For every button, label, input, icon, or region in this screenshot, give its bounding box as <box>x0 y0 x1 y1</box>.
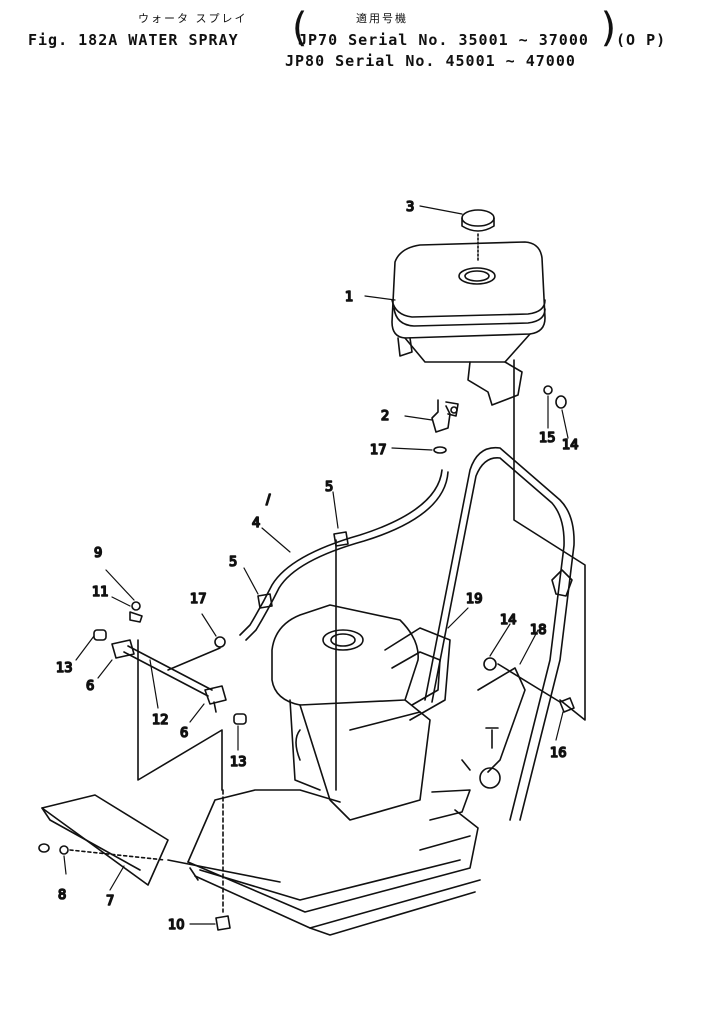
nut-10 <box>215 915 231 931</box>
diagram-header: ウォータ スプレイ 適用号機 Fig. 182A WATER SPRAY ( J… <box>0 0 701 80</box>
water-hose <box>239 469 449 641</box>
leader-pipe-17 <box>167 647 221 671</box>
callout-1: 1 <box>345 290 353 305</box>
callout-19: 19 <box>466 592 483 607</box>
guide-handle <box>424 359 586 821</box>
bracket-left: ( <box>287 5 312 51</box>
spray-bar <box>41 794 169 886</box>
applicable-jp: 適用号機 <box>356 12 408 25</box>
callout-10: 10 <box>168 918 185 933</box>
callout-11: 11 <box>92 585 109 600</box>
callout-7: 7 <box>106 894 114 909</box>
washer-15 <box>543 385 553 395</box>
callout-14-upper: 14 <box>562 438 579 453</box>
mount-bracket <box>461 667 526 789</box>
callout-5-lower: 5 <box>229 555 237 570</box>
leader-spray-bar-2 <box>167 859 281 883</box>
bracket-right: ) <box>597 5 622 51</box>
spray-pipe <box>93 601 247 725</box>
callout-4: 4 <box>252 516 260 531</box>
callout-14-lower: 14 <box>500 613 517 628</box>
fitting-16 <box>559 697 575 713</box>
cock-valve <box>431 399 459 454</box>
water-tank <box>391 241 546 406</box>
callout-5-upper: 5 <box>325 480 333 495</box>
leader-16 <box>497 663 561 703</box>
callout-15: 15 <box>539 431 556 446</box>
hose-clamp-lower <box>257 593 273 609</box>
callout-17-lower: 17 <box>190 592 207 607</box>
callout-8: 8 <box>58 888 66 903</box>
callout-3: 3 <box>406 200 414 215</box>
serial-line-2: JP80 Serial No. 45001 ~ 47000 <box>285 52 576 70</box>
callout-12: 12 <box>152 713 169 728</box>
nut-14-upper <box>555 395 567 409</box>
callout-9: 9 <box>94 546 102 561</box>
serial-line-1: JP70 Serial No. 35001 ~ 37000 <box>298 31 589 49</box>
callout-2: 2 <box>381 409 389 424</box>
callout-18: 18 <box>530 623 547 638</box>
callout-6-right: 6 <box>180 726 188 741</box>
hose-clamp-upper <box>333 531 349 547</box>
handle-lever <box>551 569 573 597</box>
nut-14-lower <box>483 657 497 671</box>
callout-13-right: 13 <box>230 755 247 770</box>
callouts: 1 2 3 4 5 5 6 6 7 8 9 10 11 12 13 13 14 … <box>55 199 579 934</box>
option-label: (O P) <box>616 31 667 49</box>
washer-8 <box>59 845 69 855</box>
tank-cap <box>461 209 495 263</box>
callout-slash: / <box>266 493 271 508</box>
leader-lines <box>63 205 569 925</box>
figure-title: Fig. 182A WATER SPRAY <box>28 31 239 49</box>
caption-jp: ウォータ スプレイ <box>138 12 248 25</box>
leader-pipe-outline <box>137 639 223 791</box>
callout-6-left: 6 <box>86 679 94 694</box>
engine-body <box>271 604 451 821</box>
nut-8a <box>38 843 50 853</box>
leader-spray-bar <box>69 849 166 861</box>
callout-13-left: 13 <box>56 661 73 676</box>
callout-17-upper: 17 <box>370 443 387 458</box>
callout-16: 16 <box>550 746 567 761</box>
base-plate <box>187 789 481 936</box>
